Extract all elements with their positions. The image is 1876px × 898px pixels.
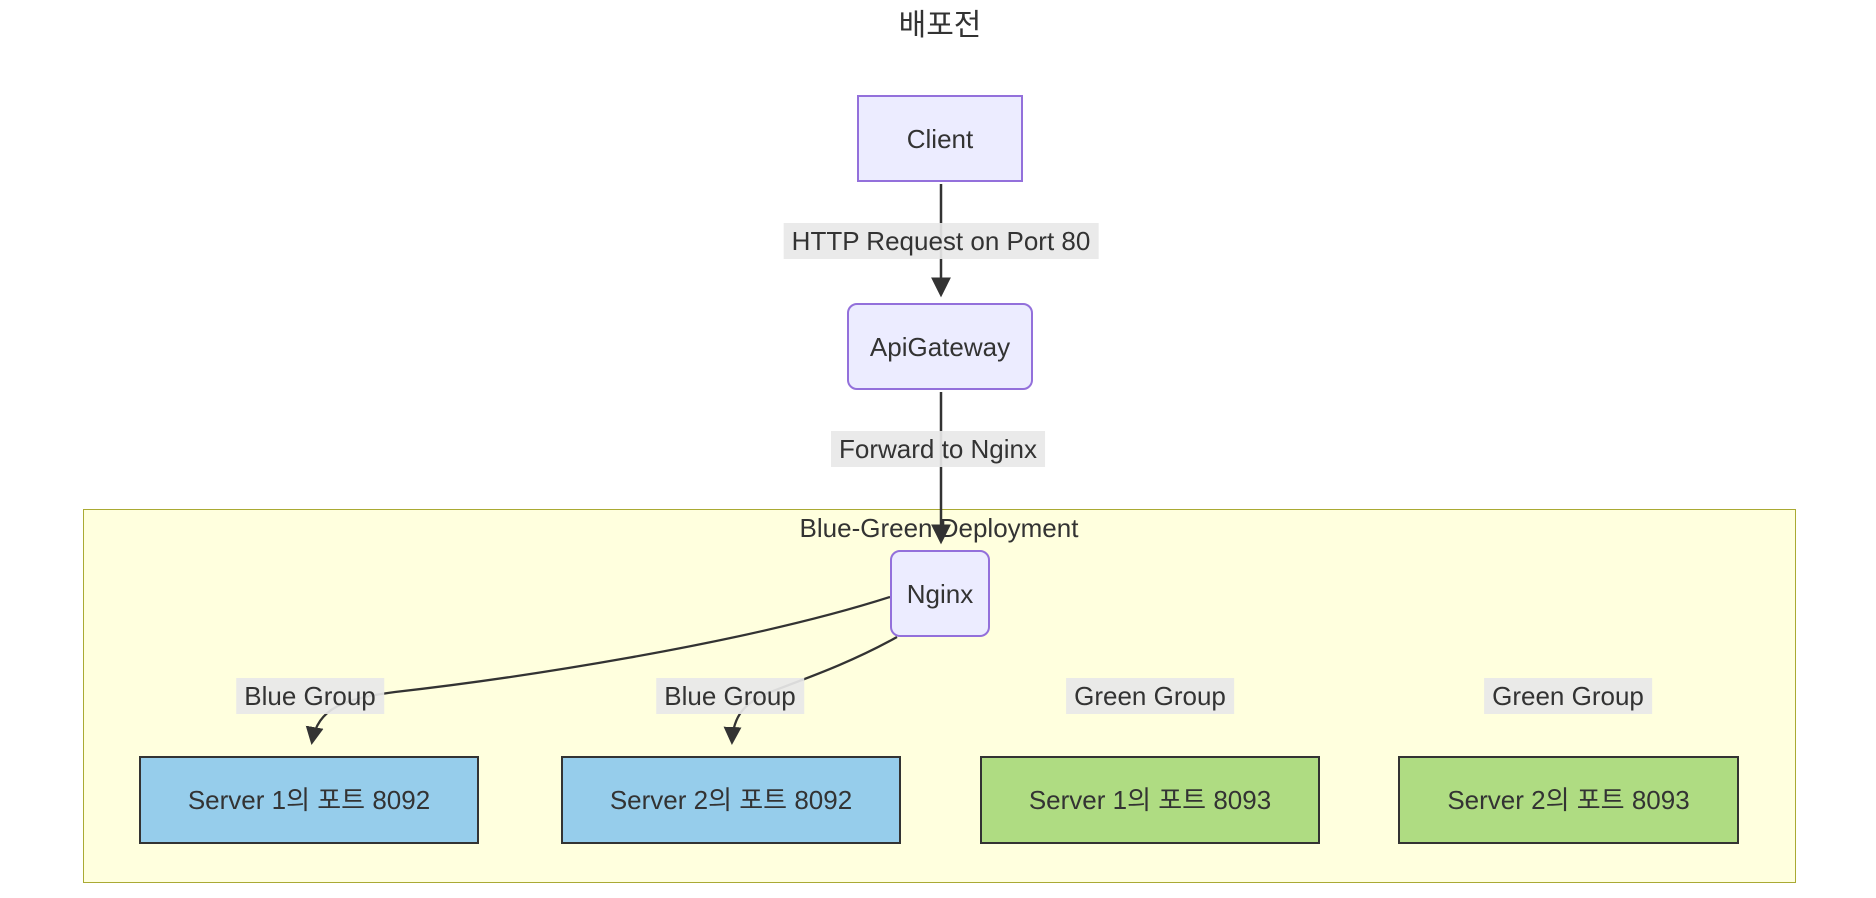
edge-label-forward-to-nginx: Forward to Nginx (831, 431, 1045, 467)
edge-label-blue-group-2: Blue Group (656, 678, 804, 714)
edge-label-http-request: HTTP Request on Port 80 (783, 223, 1099, 259)
edge-label-green-group-2: Green Group (1484, 678, 1652, 714)
server-node-green-2: Server 2의 포트 8093 (1398, 756, 1739, 844)
edge-label-blue-group-1: Blue Group (236, 678, 384, 714)
nginx-node: Nginx (890, 550, 990, 637)
api-gateway-node: ApiGateway (847, 303, 1033, 390)
server-node-blue-1: Server 1의 포트 8092 (139, 756, 479, 844)
diagram-title: 배포전 (898, 9, 982, 42)
edge-label-green-group-1: Green Group (1066, 678, 1234, 714)
server-node-blue-2: Server 2의 포트 8092 (561, 756, 901, 844)
server-node-green-1: Server 1의 포트 8093 (980, 756, 1320, 844)
cluster-label: Blue-Green Deployment (799, 513, 1079, 543)
client-node: Client (857, 95, 1023, 182)
